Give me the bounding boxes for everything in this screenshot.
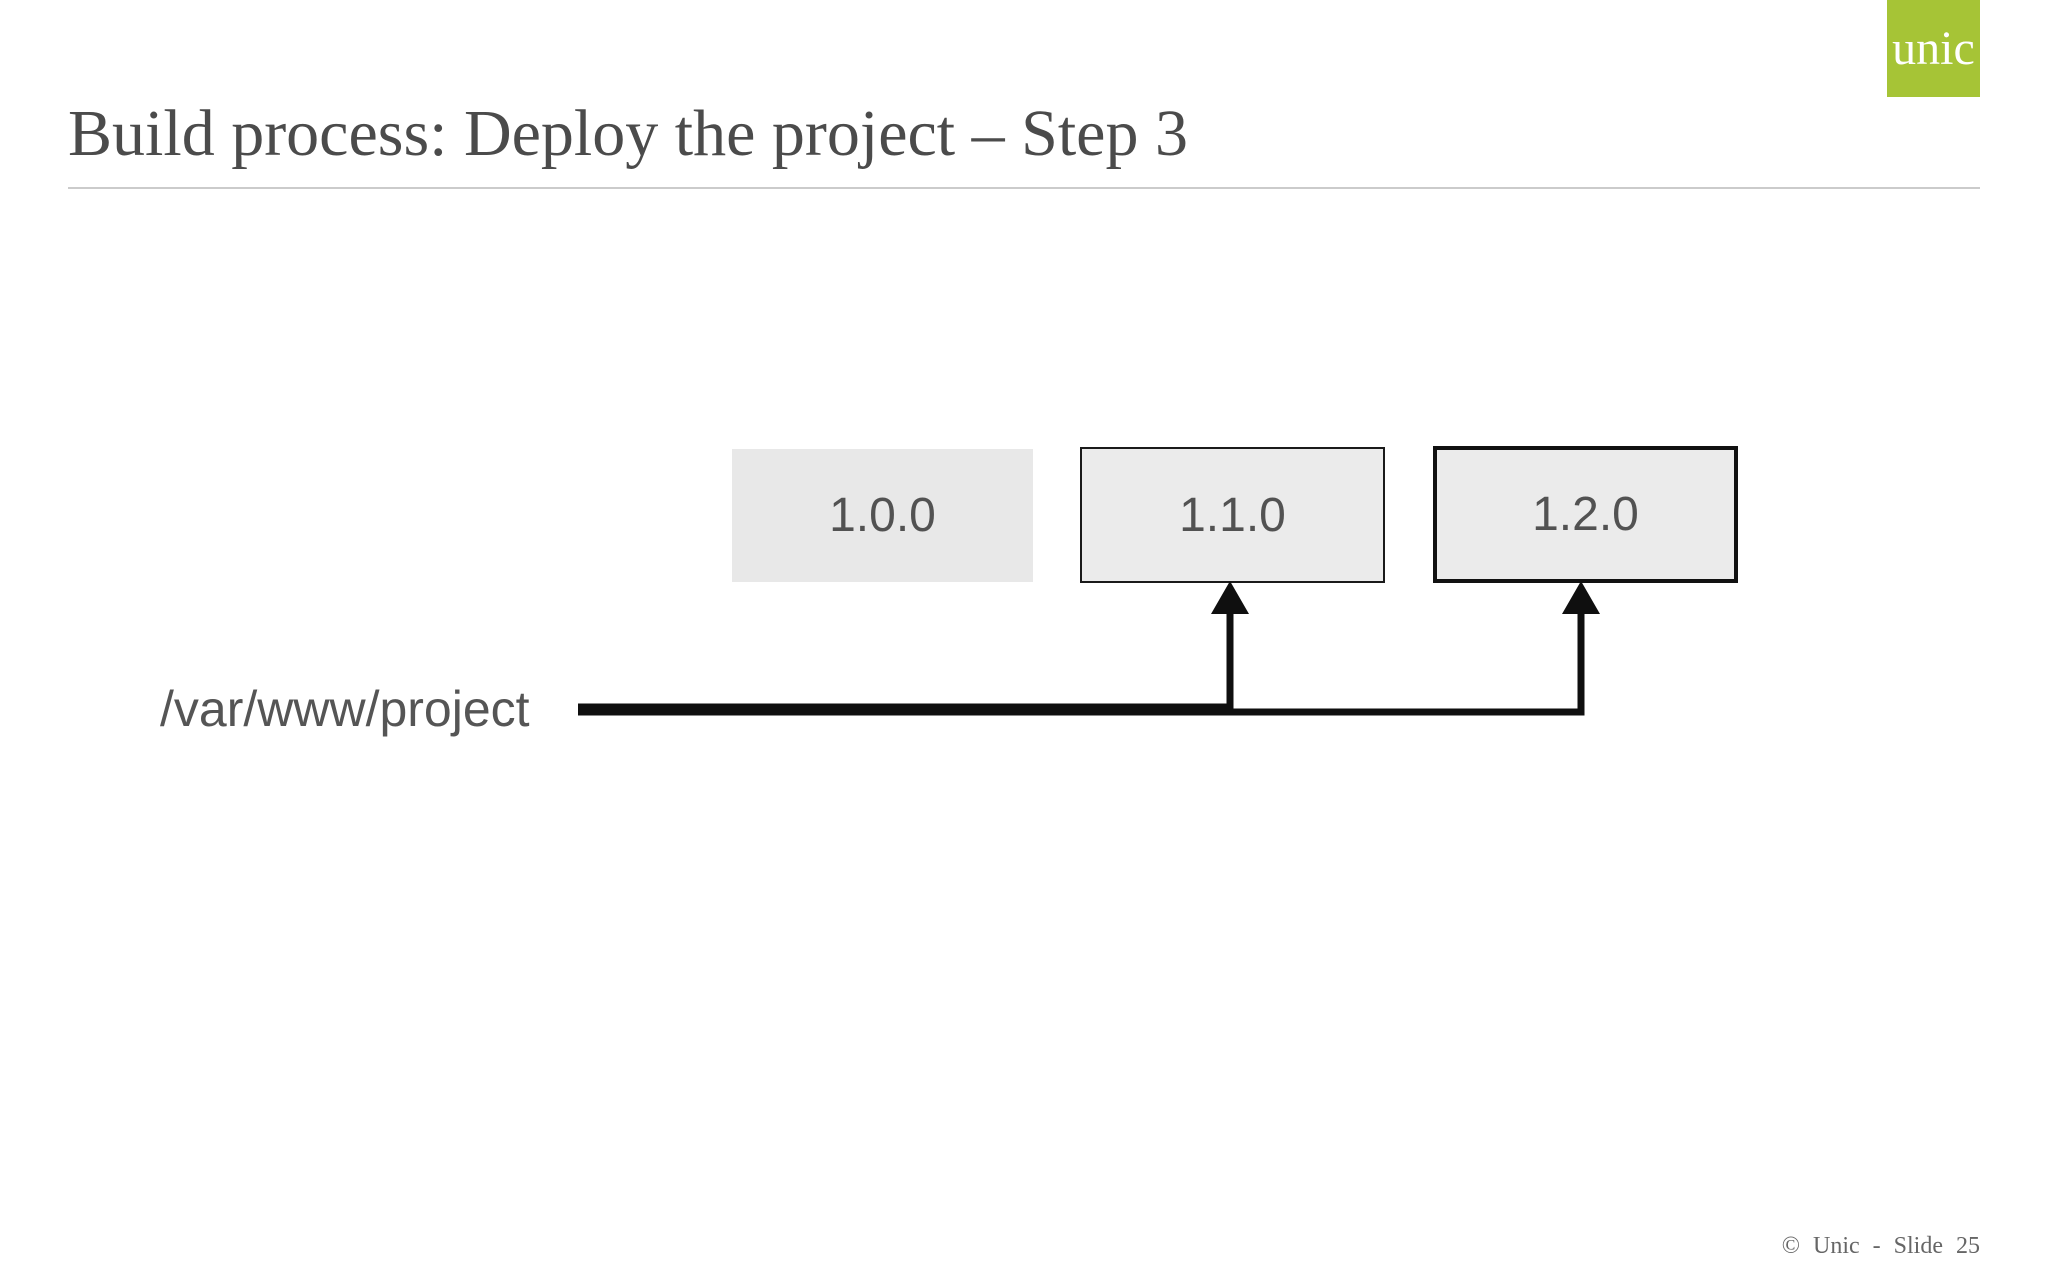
symlink-path-label: /var/www/project — [160, 681, 530, 737]
arrow-to-1-2-0 — [578, 581, 1600, 716]
version-box-1-2-0: 1.2.0 — [1433, 446, 1738, 583]
unic-logo: unic — [1887, 0, 1980, 97]
unic-logo-text: unic — [1892, 21, 1975, 75]
version-box-1-0-0: 1.0.0 — [732, 449, 1033, 582]
page-title: Build process: Deploy the project – Step… — [68, 97, 1188, 170]
version-label: 1.2.0 — [1532, 488, 1639, 541]
version-label: 1.1.0 — [1179, 488, 1286, 542]
arrow-to-1-1-0 — [578, 581, 1249, 711]
version-label: 1.0.0 — [829, 489, 936, 542]
version-box-1-1-0: 1.1.0 — [1080, 447, 1385, 583]
slide-footer: © Unic - Slide 25 — [1781, 1233, 1980, 1259]
title-divider — [68, 187, 1980, 189]
